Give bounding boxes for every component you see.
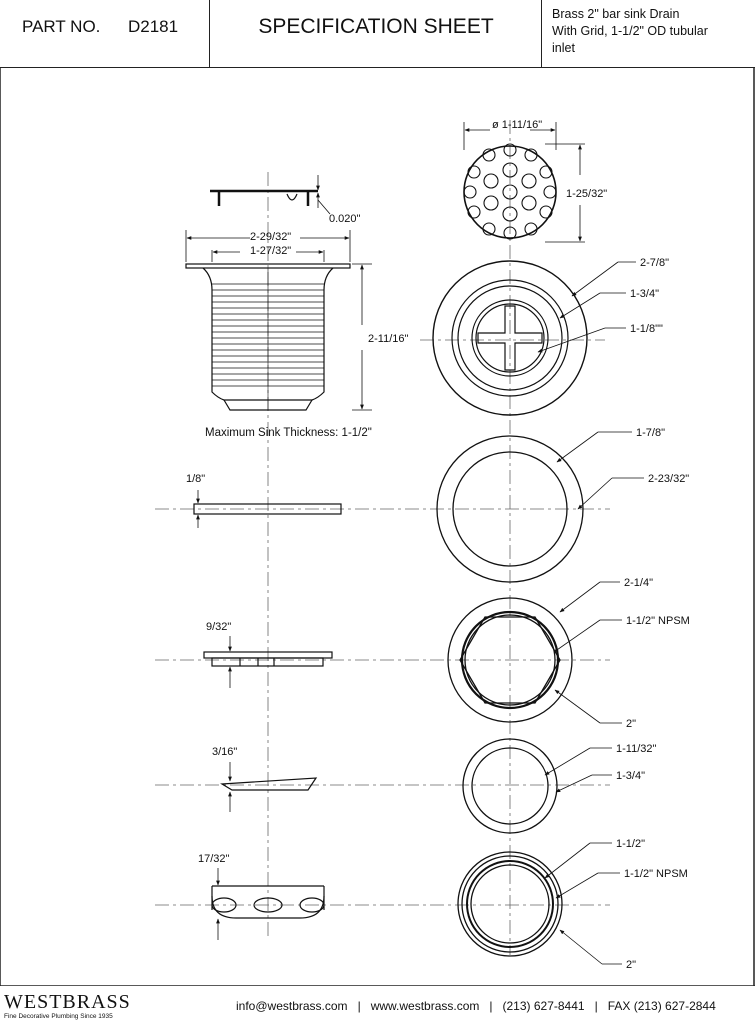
- dim-top-mid: 1-3/4": [630, 288, 659, 300]
- dim-body-inner: 1-27/32": [250, 245, 291, 257]
- brand-logo: WESTBRASS: [4, 991, 131, 1013]
- dimension-coupling: [544, 842, 622, 965]
- product-description: Brass 2" bar sink Drain With Grid, 1-1/2…: [552, 6, 708, 57]
- dim-grid-height: 1-25/32": [566, 188, 607, 200]
- dim-top-outer: 2-7/8": [640, 257, 669, 269]
- dim-nut-hex: 2": [626, 718, 636, 730]
- technical-drawing: 0.020" ø 1-11/16" 1-25/32": [0, 68, 755, 986]
- dim-coupling-thread: 1-1/2" NPSM: [624, 868, 688, 880]
- title-block: PART NO. D2181 SPECIFICATION SHEET Brass…: [0, 0, 755, 68]
- dimension-grid-diameter: [463, 122, 585, 243]
- coupling-side-view: [211, 868, 325, 940]
- center-lines: [155, 120, 610, 955]
- dim-top-inner: 1-1/8"": [630, 323, 663, 335]
- dim-gasket-thickness: 1/8": [186, 473, 205, 485]
- dim-gasket-inner: 1-7/8": [636, 427, 665, 439]
- part-number-label: PART NO.: [22, 17, 101, 36]
- website-link[interactable]: www.westbrass.com: [370, 999, 480, 1013]
- dim-coupling-outer: 2": [626, 959, 636, 971]
- dim-gasket-outer: 2-23/32": [648, 473, 689, 485]
- description-line: With Grid, 1-1/2" OD tubular: [552, 24, 708, 38]
- max-sink-thickness: Maximum Sink Thickness: 1-1/2": [205, 427, 372, 439]
- dim-washer-inner: 1-11/32": [616, 743, 656, 755]
- drain-body-side-view: [185, 263, 351, 411]
- dimension-grid-thickness: [316, 175, 331, 215]
- dim-coupling-inner: 1-1/2": [616, 838, 645, 850]
- drain-body-threads: [212, 283, 324, 387]
- dim-washer-thickness: 3/16": [212, 746, 237, 758]
- part-number-cell: PART NO. D2181: [0, 0, 210, 68]
- nut-top-view: [447, 597, 573, 723]
- contact-info: info@westbrass.com|www.westbrass.com|(21…: [236, 999, 716, 1013]
- drain-body-top-view: [432, 260, 588, 416]
- description-line: Brass 2" bar sink Drain: [552, 7, 680, 21]
- dim-coupling-thickness: 17/32": [198, 853, 230, 865]
- phone-number: (213) 627-8441: [502, 999, 585, 1013]
- dim-washer-outer: 1-3/4": [616, 770, 645, 782]
- dim-body-flange: 2-29/32": [250, 231, 291, 243]
- part-number: D2181: [128, 17, 179, 36]
- brand-tagline: Fine Decorative Plumbing Since 1935: [4, 1013, 113, 1020]
- gasket-side-view: [193, 490, 342, 528]
- description-cell: Brass 2" bar sink Drain With Grid, 1-1/2…: [542, 0, 755, 68]
- grid-top-view: [463, 143, 557, 240]
- dimension-nut: [553, 581, 622, 724]
- nut-side-view: [203, 636, 333, 688]
- title-cell: SPECIFICATION SHEET: [210, 0, 542, 68]
- drawing-frame: [0, 68, 755, 986]
- footer: WESTBRASS Fine Decorative Plumbing Since…: [0, 988, 755, 1024]
- dimension-washer: [544, 747, 612, 793]
- dimension-body: [185, 230, 372, 411]
- washer-top-view: [462, 738, 558, 834]
- gasket-top-view: [436, 435, 584, 583]
- dim-nut-thickness: 9/32": [206, 621, 231, 633]
- email-link[interactable]: info@westbrass.com: [236, 999, 348, 1013]
- dimension-body-top: [537, 261, 636, 353]
- dimension-gasket: [556, 431, 644, 510]
- sheet-title: SPECIFICATION SHEET: [258, 15, 494, 38]
- grid-side-view: [210, 189, 318, 206]
- dim-grid-thickness: 0.020": [329, 213, 361, 225]
- dim-grid-diameter: ø 1-11/16": [492, 119, 542, 131]
- dim-nut-thread: 1-1/2" NPSM: [626, 615, 690, 627]
- coupling-top-view: [457, 851, 563, 957]
- washer-side-view: [220, 762, 318, 812]
- fax-number: FAX (213) 627-2844: [607, 999, 716, 1013]
- dim-body-height: 2-11/16": [368, 333, 408, 345]
- description-line: inlet: [552, 41, 575, 55]
- dim-nut-outer: 2-1/4": [624, 577, 653, 589]
